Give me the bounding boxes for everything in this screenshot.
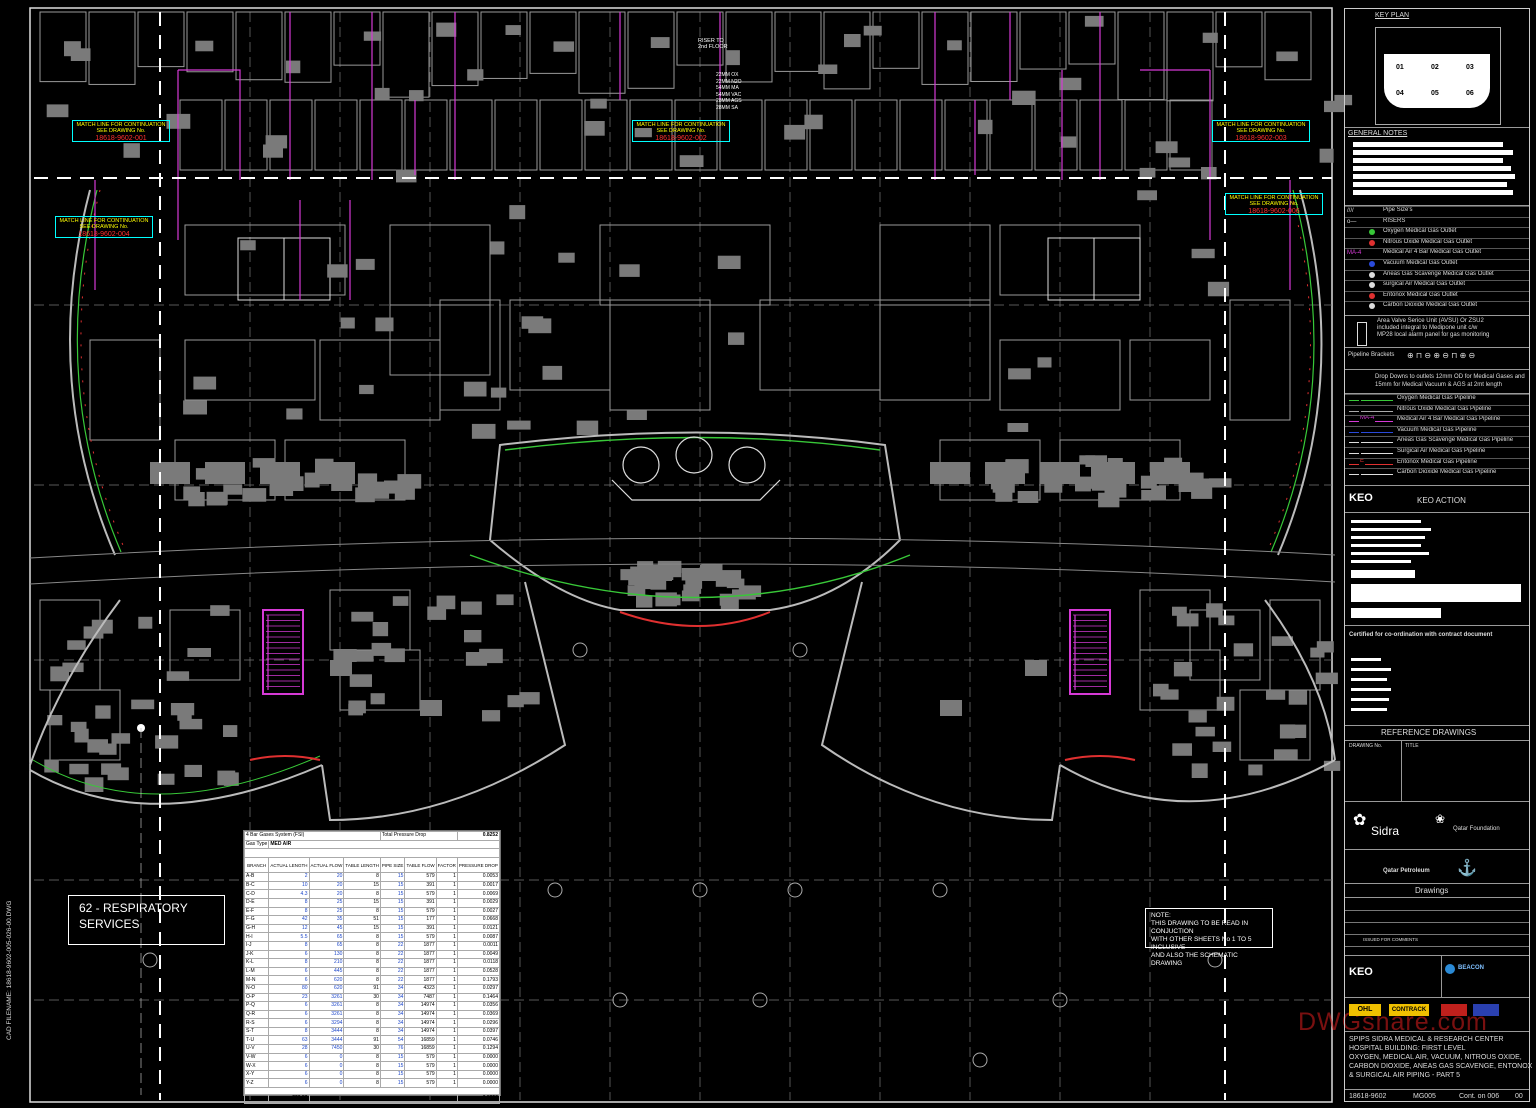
legend-row: o—RISERS: [1345, 216, 1529, 228]
contrack-logo: CONTRACK: [1389, 1004, 1429, 1016]
partner-logo-b: [1473, 1004, 1499, 1016]
cad-filename-strip: CAD FILENAME: 18618-9602-005-026-00.DWG: [6, 900, 13, 1040]
title-block: KEY PLAN 01 02 03 04 05 06 GENERAL NOTES…: [1344, 8, 1532, 1102]
pipeline-line-icon: [1349, 400, 1393, 401]
outlet-symbol-icon: [1369, 229, 1375, 236]
pipeline-legend-row: Carbon Dioxide Medical Gas Pipeline: [1345, 468, 1529, 479]
key-plan: 01 02 03 04 05 06: [1375, 27, 1501, 125]
legend-row: Carbon Dioxide Medical Gas Outlet: [1345, 301, 1529, 312]
table-header-row: BRANCH ACTUAL LENGTH ACTUAL FLOW TABLE L…: [243, 857, 501, 874]
outlet-symbol-icon: [1369, 239, 1375, 246]
furniture-blocks: [44, 15, 1353, 792]
legend-row: ////Pipe Size's: [1345, 206, 1529, 217]
outlet-symbol-icon: [1369, 292, 1375, 299]
legend-row: Oxygen Medical Gas Outlet: [1345, 227, 1529, 238]
match-line-dash: [34, 12, 1332, 1100]
pipeline-legend-row: Aneas Gas Scavenge Medical Gas Pipeline: [1345, 436, 1529, 447]
entrance-rotunda: [611, 436, 781, 501]
stair-core: [262, 609, 1111, 695]
pipeline-line-icon: [1349, 474, 1393, 476]
outlet-symbol-icon: [1369, 282, 1375, 289]
pipeline-legend-row: Vacuum Medical Gas Pipeline: [1345, 425, 1529, 437]
partner-logo-a: [1441, 1004, 1467, 1016]
medical-gas-pipelines: [94, 12, 1291, 690]
qp-logo: ⚓: [1457, 860, 1477, 877]
legend-row: Entonox Medical Gas Outlet: [1345, 290, 1529, 302]
room-label-respiratory: 62 - RESPIRATORY SERVICES: [68, 895, 225, 945]
table-total-row: 326.80 0.8252: [243, 1094, 501, 1104]
keo-logo-small: KEO: [1349, 966, 1373, 978]
curved-facade: [29, 189, 1336, 822]
legend-row: Vacuum Medical Gas Outlet: [1345, 259, 1529, 270]
outlet-symbol-icon: [1369, 303, 1375, 310]
bracket-icons: ⊕ ⊓ ⊖ ⊕ ⊖ ⊓ ⊕ ⊖: [1407, 351, 1476, 360]
pipeline-line-icon: [1349, 442, 1393, 444]
sidra-logo: ✿: [1353, 812, 1367, 829]
keo-logo: KEO: [1349, 492, 1373, 504]
pipeline-line-icon: [1349, 453, 1393, 454]
pipeline-line-icon: [1349, 410, 1393, 412]
drawing-note: NOTE: THIS DRAWING TO BE READ IN CONJUCT…: [1145, 908, 1273, 967]
qatar-foundation-logo: ❀: [1435, 812, 1446, 826]
pipeline-line-icon: [1349, 431, 1393, 433]
legend-row: surgical Air Medical Gas Outlet: [1345, 280, 1529, 291]
avsu-icon: [1357, 322, 1367, 346]
pipeline-legend-row: Surgical Air Medical Gas Pipeline: [1345, 447, 1529, 458]
pipeline-legend-row: Nitrous Oxide Medical Gas Pipeline: [1345, 404, 1529, 416]
outlet-symbol-icon: [1369, 261, 1375, 267]
legend-row: Aneas Gas Scavenge Medical Gas Outlet: [1345, 269, 1529, 281]
beacon-logo: [1445, 964, 1455, 974]
pressure-drop-table: 4 Bar Gases System (FSI) Total Pressure …: [243, 830, 501, 1104]
legend-row: Nitrous Oxide Medical Gas Outlet: [1345, 237, 1529, 249]
pipeline-legend-row: Oxygen Medical Gas Pipeline: [1345, 394, 1529, 405]
ohl-logo: OHL: [1349, 1004, 1381, 1016]
outlet-symbol-icon: [1369, 271, 1375, 278]
pipeline-line-icon: [1349, 463, 1393, 465]
